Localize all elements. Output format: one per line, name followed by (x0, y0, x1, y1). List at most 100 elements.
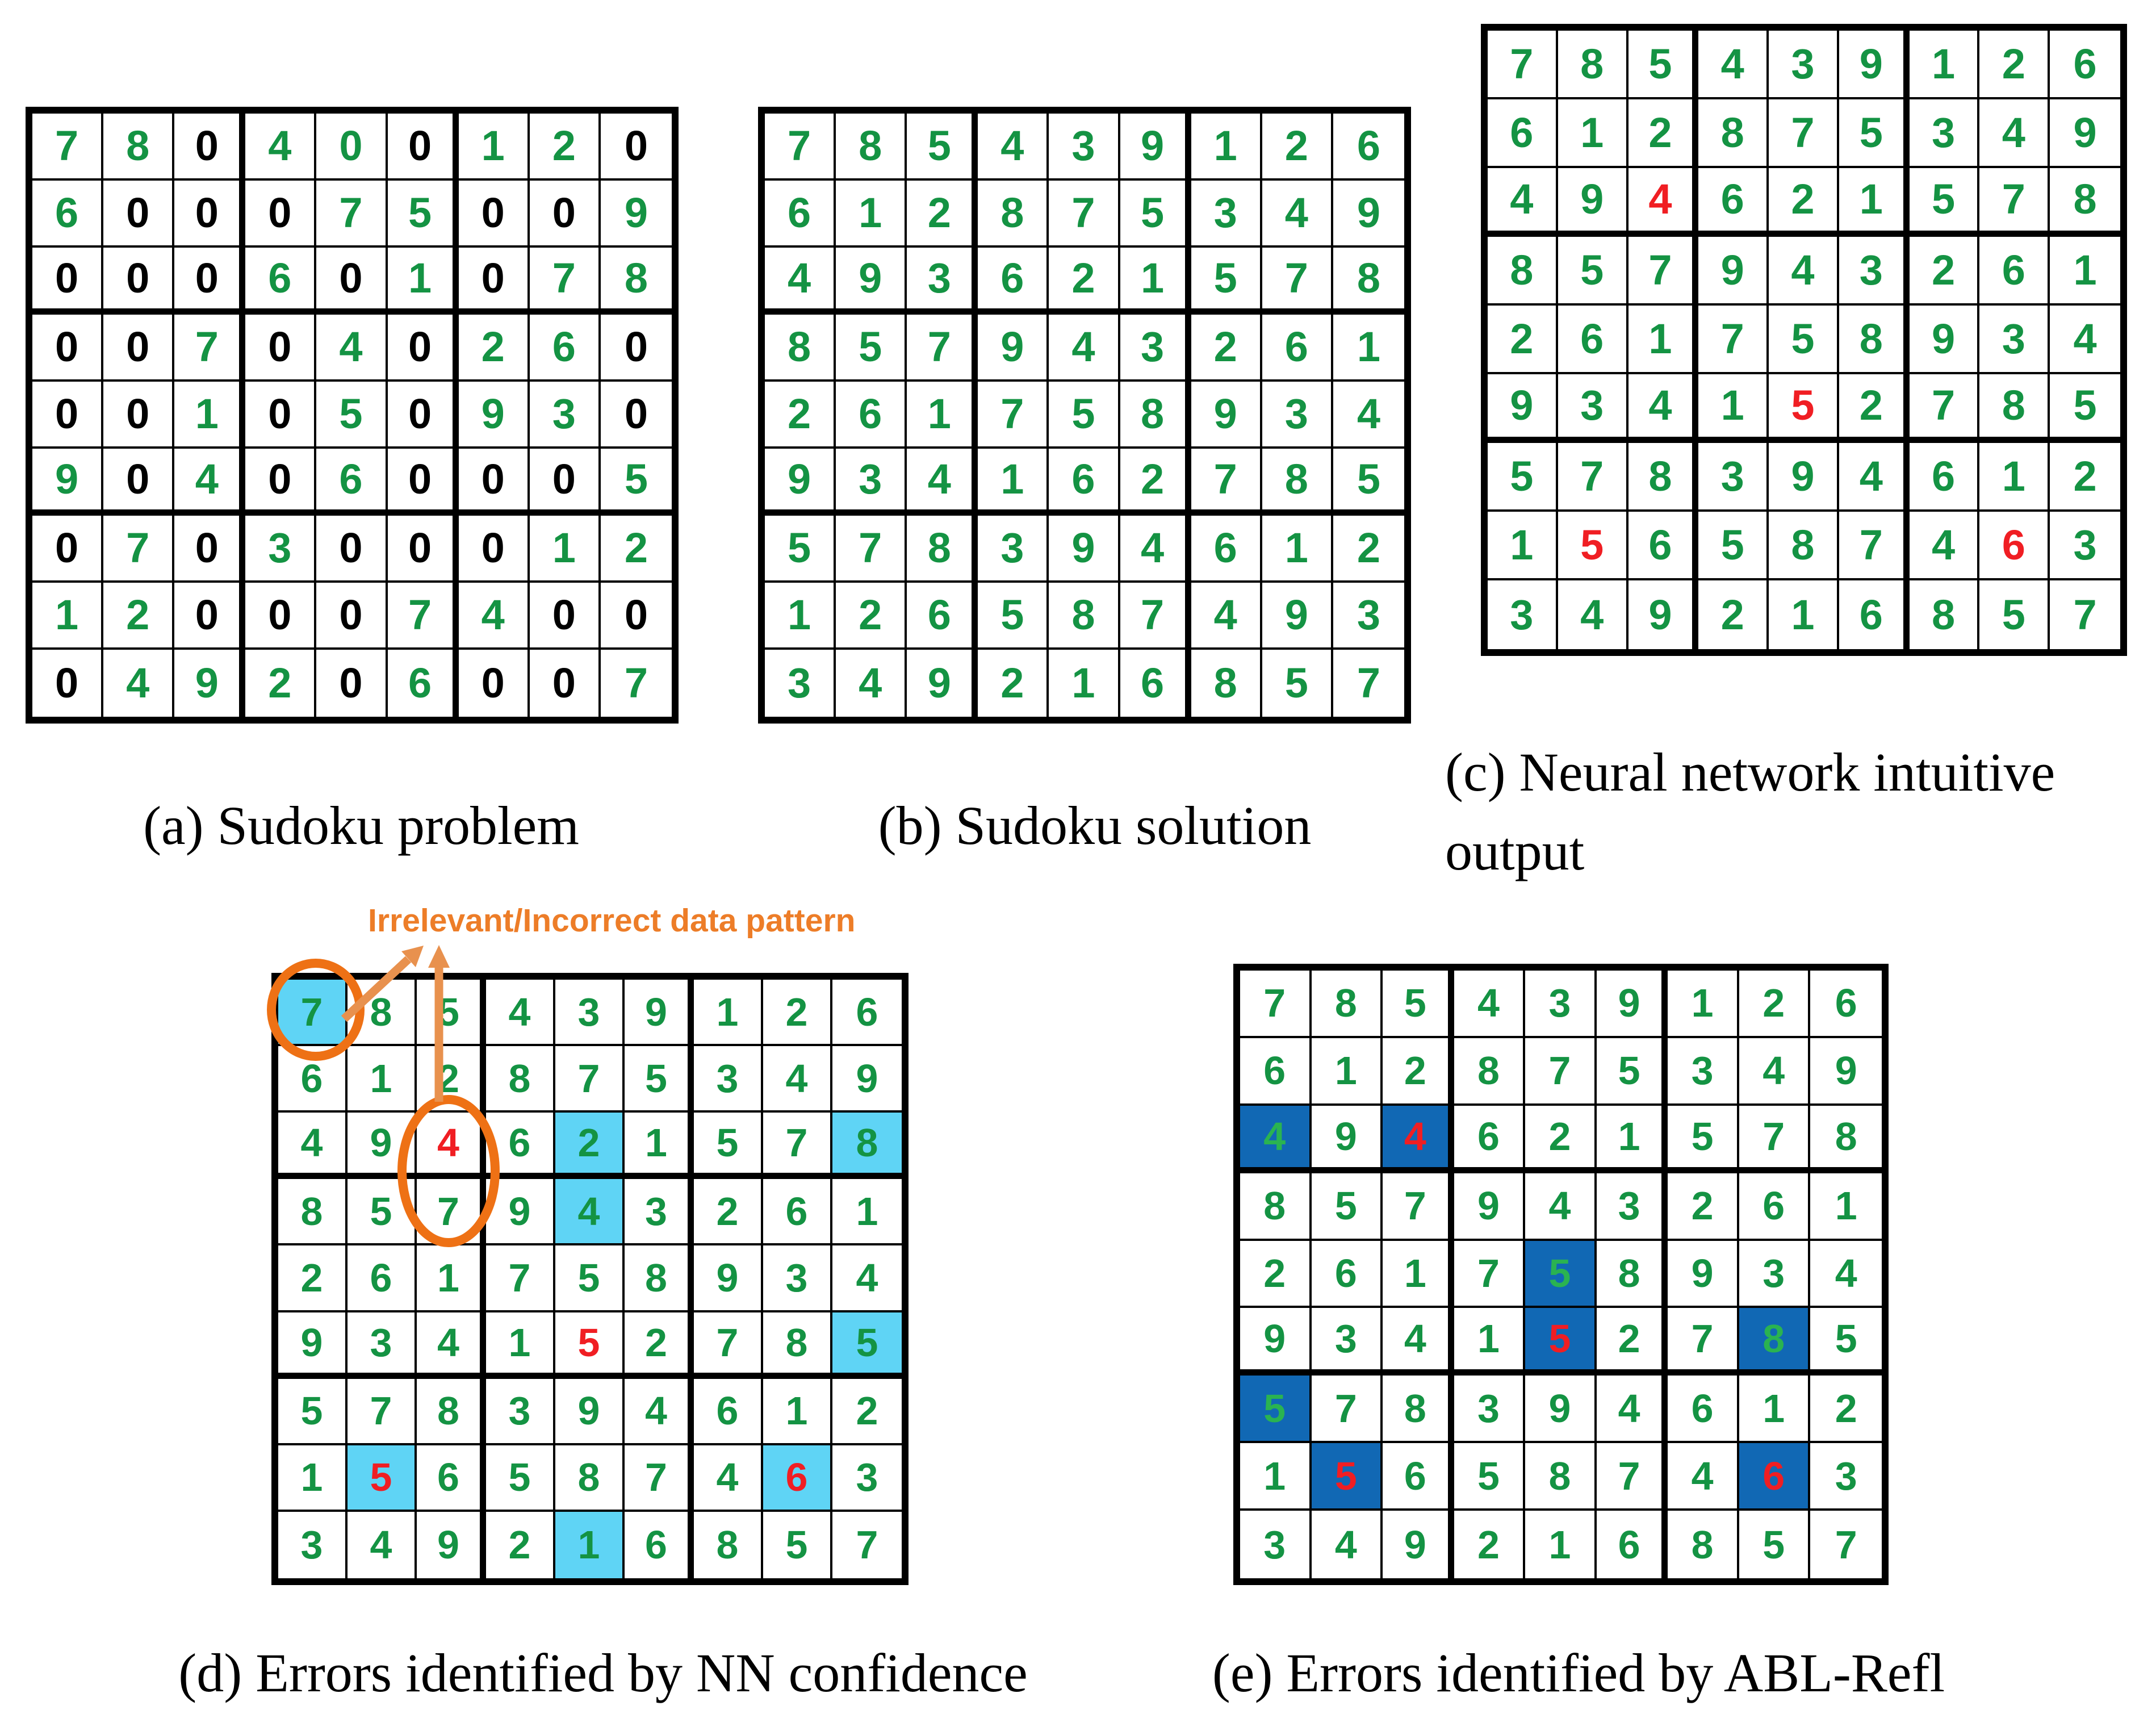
caption-sudoku-solution: (b) Sudoku solution (878, 795, 1312, 856)
sudoku-cell-e-r8c5: 8 (1525, 1443, 1597, 1511)
sudoku-cell-b-r9c5: 1 (1049, 650, 1120, 717)
sudoku-cell-d-r4c4: 9 (486, 1179, 555, 1246)
sudoku-cell-e-r1c7: 1 (1668, 971, 1739, 1038)
sudoku-cell-c-r2c2: 1 (1558, 99, 1628, 168)
sudoku-cell-b-r8c7: 4 (1191, 583, 1262, 650)
sudoku-cell-a-r7c3: 0 (174, 516, 246, 583)
annotation-arrowhead-diagonal (401, 946, 424, 967)
sudoku-cell-a-r5c8: 3 (529, 382, 601, 449)
sudoku-cell-d-r9c7: 8 (694, 1511, 763, 1578)
sudoku-cell-d-r3c3: 4 (417, 1113, 486, 1180)
sudoku-cell-e-r4c1: 8 (1240, 1173, 1312, 1241)
sudoku-cell-d-r8c4: 5 (486, 1445, 555, 1512)
sudoku-cell-b-r2c2: 1 (836, 181, 907, 248)
sudoku-cell-a-r9c2: 4 (103, 650, 175, 717)
sudoku-cell-b-r5c9: 4 (1333, 382, 1404, 449)
sudoku-cell-a-r3c9: 8 (600, 248, 672, 315)
sudoku-cell-a-r3c4: 6 (245, 248, 317, 315)
sudoku-cell-a-r9c3: 9 (174, 650, 246, 717)
sudoku-cell-a-r7c4: 3 (245, 516, 317, 583)
sudoku-cell-e-r9c8: 5 (1739, 1511, 1811, 1578)
sudoku-cell-c-r1c8: 2 (1979, 31, 2050, 99)
sudoku-cell-e-r3c2: 9 (1311, 1105, 1383, 1173)
sudoku-cell-c-r8c9: 3 (2050, 512, 2120, 580)
sudoku-cell-c-r4c4: 9 (1698, 237, 1769, 306)
sudoku-cell-a-r2c6: 5 (387, 181, 459, 248)
sudoku-cell-d-r5c9: 4 (832, 1245, 902, 1312)
sudoku-cell-b-r1c3: 5 (907, 114, 978, 181)
sudoku-cell-d-r4c1: 8 (278, 1179, 348, 1246)
sudoku-cell-a-r4c9: 0 (600, 315, 672, 382)
sudoku-cell-e-r5c8: 3 (1739, 1240, 1811, 1309)
sudoku-cell-a-r7c1: 0 (32, 516, 104, 583)
sudoku-cell-e-r9c9: 7 (1810, 1511, 1882, 1578)
sudoku-cell-c-r4c7: 2 (1909, 237, 1980, 306)
sudoku-cell-d-r6c4: 1 (486, 1312, 555, 1379)
sudoku-cell-b-r6c8: 8 (1262, 449, 1333, 516)
sudoku-cell-a-r2c5: 7 (316, 181, 388, 248)
sudoku-cell-b-r4c2: 5 (836, 315, 907, 382)
sudoku-cell-e-r7c5: 9 (1525, 1376, 1597, 1444)
sudoku-cell-e-r5c1: 2 (1240, 1240, 1312, 1309)
sudoku-cell-a-r6c2: 0 (103, 449, 175, 516)
sudoku-cell-d-r7c8: 1 (763, 1378, 832, 1445)
sudoku-cell-a-r6c8: 0 (529, 449, 601, 516)
sudoku-cell-c-r1c9: 6 (2050, 31, 2120, 99)
caption-nn-confidence-errors: (d) Errors identified by NN confidence (178, 1642, 1028, 1703)
sudoku-cell-d-r1c3: 5 (417, 980, 486, 1047)
sudoku-cell-c-r6c5: 5 (1769, 374, 1839, 443)
sudoku-cell-d-r3c5: 2 (555, 1113, 625, 1180)
sudoku-cell-b-r7c2: 7 (836, 516, 907, 583)
sudoku-cell-c-r3c9: 8 (2050, 168, 2120, 237)
sudoku-cell-a-r7c7: 0 (458, 516, 530, 583)
sudoku-cell-b-r7c4: 3 (978, 516, 1049, 583)
sudoku-cell-a-r4c7: 2 (458, 315, 530, 382)
sudoku-cell-e-r3c3: 4 (1383, 1105, 1454, 1173)
sudoku-cell-d-r5c3: 1 (417, 1245, 486, 1312)
sudoku-cell-b-r5c4: 7 (978, 382, 1049, 449)
sudoku-cell-e-r4c4: 9 (1454, 1173, 1526, 1241)
sudoku-cell-b-r8c3: 6 (907, 583, 978, 650)
sudoku-cell-a-r5c4: 0 (245, 382, 317, 449)
sudoku-cell-b-r8c5: 8 (1049, 583, 1120, 650)
sudoku-cell-c-r4c3: 7 (1628, 237, 1699, 306)
sudoku-cell-d-r2c2: 1 (348, 1046, 417, 1113)
sudoku-cell-b-r7c1: 5 (765, 516, 836, 583)
sudoku-cell-d-r4c5: 4 (555, 1179, 625, 1246)
sudoku-cell-a-r2c3: 0 (174, 181, 246, 248)
sudoku-cell-e-r3c4: 6 (1454, 1105, 1526, 1173)
sudoku-cell-d-r7c3: 8 (417, 1378, 486, 1445)
sudoku-cell-b-r8c8: 9 (1262, 583, 1333, 650)
sudoku-cell-d-r1c6: 9 (625, 980, 694, 1047)
sudoku-cell-e-r8c1: 1 (1240, 1443, 1312, 1511)
sudoku-cell-b-r9c9: 7 (1333, 650, 1404, 717)
sudoku-cell-e-r5c3: 1 (1383, 1240, 1454, 1309)
sudoku-cell-e-r2c9: 9 (1810, 1038, 1882, 1106)
sudoku-cell-c-r7c9: 2 (2050, 443, 2120, 512)
sudoku-cell-c-r8c2: 5 (1558, 512, 1628, 580)
sudoku-cell-b-r6c5: 6 (1049, 449, 1120, 516)
sudoku-cell-a-r9c9: 7 (600, 650, 672, 717)
sudoku-cell-e-r3c5: 2 (1525, 1105, 1597, 1173)
sudoku-cell-c-r2c3: 2 (1628, 99, 1699, 168)
sudoku-cell-e-r9c3: 9 (1383, 1511, 1454, 1578)
sudoku-cell-c-r1c6: 9 (1839, 31, 1910, 99)
sudoku-cell-d-r5c4: 7 (486, 1245, 555, 1312)
sudoku-cell-e-r7c2: 7 (1311, 1376, 1383, 1444)
caption-nn-intuitive-output: (c) Neural network intuitive output (1445, 742, 2055, 882)
sudoku-cell-a-r3c7: 0 (458, 248, 530, 315)
sudoku-cell-a-r8c9: 0 (600, 583, 672, 650)
sudoku-cell-a-r9c4: 2 (245, 650, 317, 717)
sudoku-cell-e-r1c5: 3 (1525, 971, 1597, 1038)
sudoku-cell-c-r4c5: 4 (1769, 237, 1839, 306)
sudoku-cell-a-r1c4: 4 (245, 114, 317, 181)
sudoku-cell-e-r6c2: 3 (1311, 1308, 1383, 1376)
sudoku-cell-e-r1c4: 4 (1454, 971, 1526, 1038)
sudoku-cell-c-r8c1: 1 (1488, 512, 1558, 580)
sudoku-cell-e-r6c1: 9 (1240, 1308, 1312, 1376)
sudoku-cell-a-r9c1: 0 (32, 650, 104, 717)
sudoku-cell-d-r4c8: 6 (763, 1179, 832, 1246)
